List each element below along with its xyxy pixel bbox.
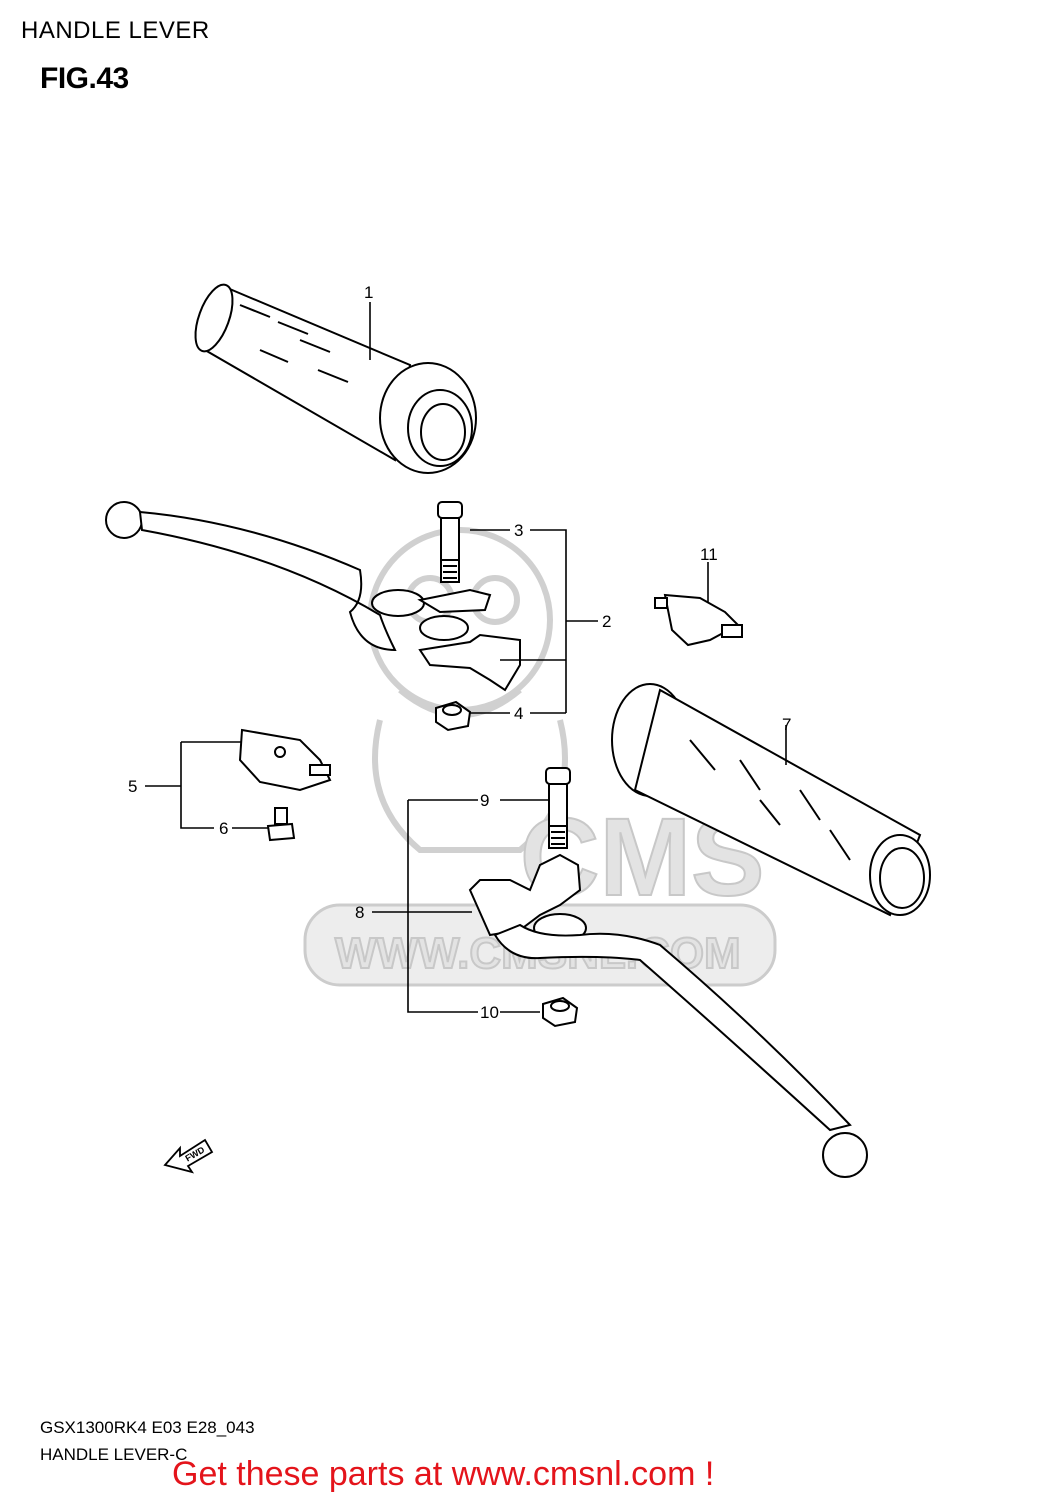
part-2-brake-lever — [105, 501, 521, 692]
part-1-left-grip — [194, 283, 477, 474]
part-3-bolt — [437, 501, 463, 583]
callout-7: 7 — [782, 715, 791, 734]
leader-lines — [145, 302, 787, 1013]
callout-5: 5 — [128, 777, 137, 796]
callout-6: 6 — [219, 819, 228, 838]
section-title: HANDLE LEVER — [21, 17, 210, 44]
part-8-clutch-lever — [468, 853, 868, 1178]
model-code: GSX1300RK4 E03 E28_043 — [40, 1418, 255, 1437]
callout-4: 4 — [514, 704, 523, 723]
callout-1: 1 — [364, 283, 373, 302]
part-9-bolt — [545, 767, 571, 849]
callouts: 1 2 3 4 5 6 7 8 9 10 11 — [128, 283, 791, 1022]
part-4-nut — [435, 700, 472, 732]
callout-11: 11 — [700, 545, 718, 564]
part-11-switch — [654, 593, 743, 647]
callout-8: 8 — [355, 903, 364, 922]
callout-9: 9 — [480, 791, 489, 810]
part-10-nut — [542, 996, 579, 1028]
callout-2: 2 — [602, 612, 611, 631]
callout-10: 10 — [480, 1003, 499, 1022]
diagram-code: HANDLE LEVER-C — [40, 1445, 188, 1464]
figure-label: FIG.43 — [40, 62, 129, 95]
part-5-switch — [238, 728, 332, 792]
part-7-right-grip — [611, 683, 931, 917]
watermark-url: WWW.CMSNL.COM — [335, 929, 741, 978]
promo-link[interactable]: Get these parts at www.cmsnl.com ! — [172, 1455, 715, 1493]
fwd-arrow-icon: FWD — [163, 1138, 214, 1174]
part-6-screw — [266, 807, 296, 842]
callout-3: 3 — [514, 521, 523, 540]
